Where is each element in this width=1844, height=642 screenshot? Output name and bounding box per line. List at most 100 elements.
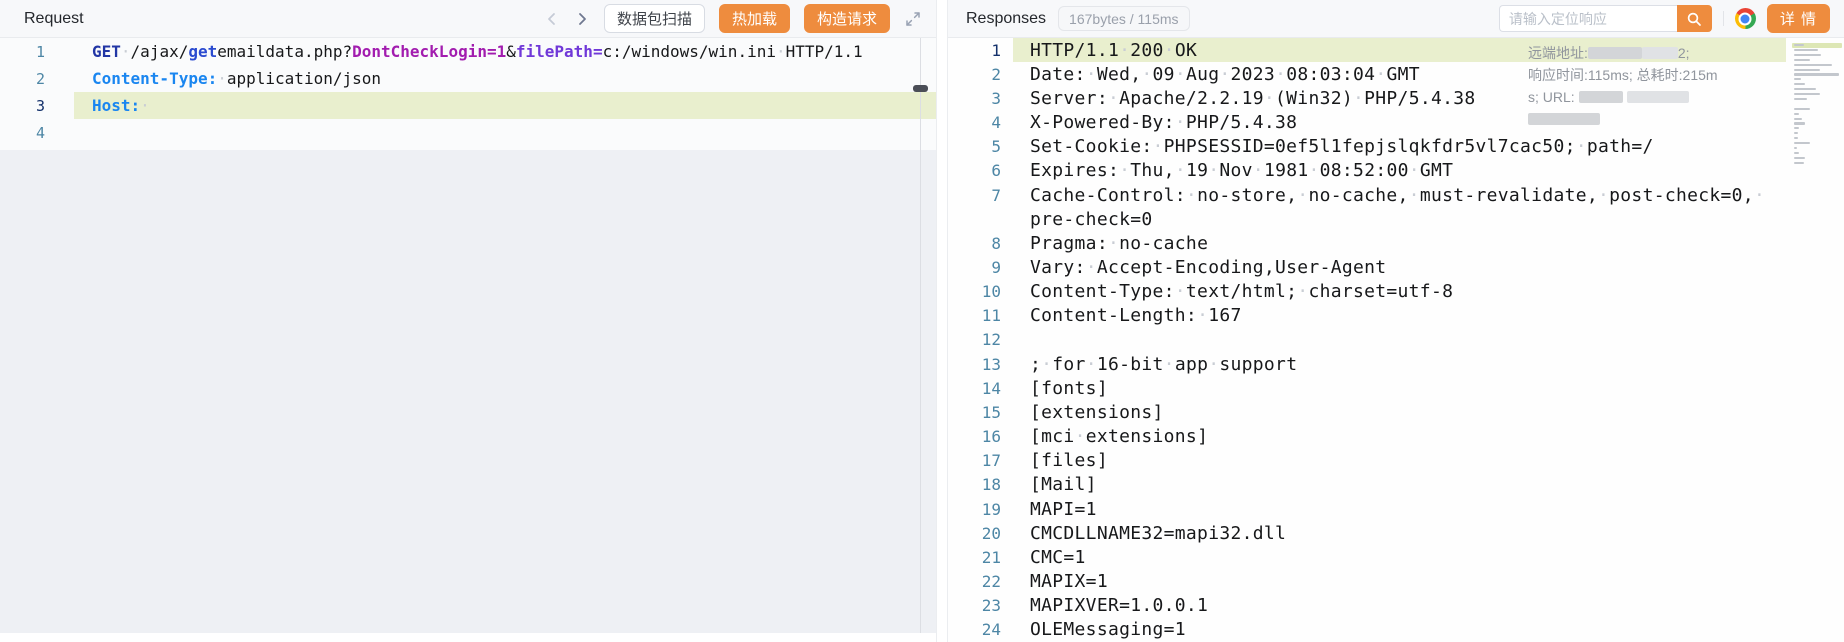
- line-content: CMCDLLNAME32=mapi32.dll: [1030, 522, 1287, 544]
- line-content: Expires:·Thu,·19·Nov·1981·08:52:00·GMT: [1030, 160, 1454, 182]
- responses-title: Responses: [966, 9, 1047, 27]
- response-search-button[interactable]: [1676, 5, 1712, 32]
- request-editor-empty-area: [0, 150, 936, 633]
- code-line[interactable]: 14[fonts]: [948, 376, 1844, 400]
- remote-address-line: 远端地址:2;: [1528, 45, 1690, 61]
- line-content: Cache-Control:·no-store,·no-cache,·must-…: [1030, 184, 1766, 206]
- url-line-2: [1528, 108, 1784, 130]
- fullscreen-expand-button[interactable]: [904, 10, 922, 28]
- line-number: 15: [981, 402, 1001, 422]
- line-number: 2: [35, 69, 45, 88]
- line-content: Host:·: [74, 92, 936, 119]
- detail-button[interactable]: 详 情: [1766, 4, 1830, 33]
- line-content: MAPI=1: [1030, 498, 1097, 520]
- minimap-line: [1794, 68, 1820, 71]
- prev-request-button[interactable]: [544, 11, 560, 27]
- minimap-line: [1794, 44, 1805, 47]
- minimap-line: [1794, 97, 1807, 101]
- expand-arrows-icon: [906, 11, 920, 26]
- minimap-line: [1794, 58, 1811, 61]
- minimap-line: [1794, 146, 1798, 150]
- request-header: Request 数据包扫描 热加载 构造请求: [0, 0, 936, 38]
- line-number: 22: [981, 572, 1001, 592]
- minimap-line: [1794, 137, 1799, 140]
- url-line: s; URL:: [1528, 86, 1784, 108]
- response-search-group: [1498, 5, 1712, 32]
- line-content: Server:·Apache/2.2.19·(Win32)·PHP/5.4.38: [1030, 87, 1476, 109]
- line-content: [fonts]: [1030, 377, 1108, 399]
- line-content: Set-Cookie:·PHPSESSID=0ef5l1fepjslqkfdr5…: [1030, 136, 1654, 158]
- code-line[interactable]: 13;·for·16-bit·app·support: [948, 352, 1844, 376]
- line-content: OLEMessaging=1: [1030, 619, 1186, 641]
- timing-line: 响应时间:115ms; 总耗时:215m: [1528, 67, 1718, 83]
- minimap-line: [1794, 151, 1799, 154]
- code-line[interactable]: 16[mci·extensions]: [948, 425, 1844, 449]
- next-request-button[interactable]: [574, 11, 590, 27]
- response-size-time-badge: 167bytes / 115ms: [1058, 6, 1190, 31]
- line-number: 8: [991, 233, 1001, 253]
- line-content: MAPIX=1: [1030, 571, 1108, 593]
- line-content: [extensions]: [1030, 401, 1164, 423]
- minimap-line: [1794, 156, 1805, 159]
- hot-reload-button[interactable]: 热加载: [718, 4, 790, 33]
- response-meta-overlay: 远端地址:2; 响应时间:115ms; 总耗时:215m s; URL:: [1528, 42, 1784, 130]
- code-line[interactable]: 23 MAPIXVER=1.0.0.1: [948, 594, 1844, 618]
- code-line[interactable]: 15 [extensions]: [948, 400, 1844, 424]
- header-divider: [1722, 11, 1724, 26]
- minimap-line: [1794, 142, 1810, 145]
- minimap-line: [1794, 53, 1822, 56]
- code-line[interactable]: 22 MAPIX=1: [948, 569, 1844, 593]
- minimap-line: [1794, 48, 1818, 52]
- code-line[interactable]: 4: [0, 119, 936, 146]
- response-locate-input[interactable]: [1498, 5, 1677, 32]
- minimap-line: [1794, 112, 1799, 115]
- line-number: 23: [981, 596, 1001, 616]
- line-content: [files]: [1030, 450, 1108, 472]
- request-scrollbar-thumb[interactable]: [913, 85, 928, 92]
- line-number: 4: [35, 123, 45, 142]
- code-line[interactable]: 24 OLEMessaging=1: [948, 618, 1844, 642]
- line-number: 9: [991, 257, 1001, 277]
- minimap-line: [1794, 63, 1833, 66]
- line-content: MAPIXVER=1.0.0.1: [1030, 595, 1209, 617]
- minimap-line: [1794, 83, 1805, 86]
- code-line[interactable]: pre-check=0: [948, 207, 1844, 231]
- chrome-browser-icon[interactable]: [1734, 8, 1756, 29]
- minimap-line: [1794, 127, 1799, 130]
- line-number: 24: [981, 620, 1001, 640]
- minimap-highlight-marker: [1792, 43, 1842, 48]
- code-line[interactable]: 17[files]: [948, 449, 1844, 473]
- code-line[interactable]: 18[Mail]: [948, 473, 1844, 497]
- code-line[interactable]: 12: [948, 328, 1844, 352]
- minimap-line: [1794, 78, 1802, 81]
- build-request-button[interactable]: 构造请求: [803, 4, 890, 33]
- minimap-line: [1794, 161, 1804, 164]
- packet-scan-button[interactable]: 数据包扫描: [603, 4, 705, 33]
- minimap-line: [1794, 122, 1805, 125]
- line-number: 1: [35, 42, 45, 61]
- minimap-line: [1794, 107, 1811, 110]
- search-icon: [1688, 12, 1702, 26]
- code-minimap[interactable]: [1790, 38, 1844, 642]
